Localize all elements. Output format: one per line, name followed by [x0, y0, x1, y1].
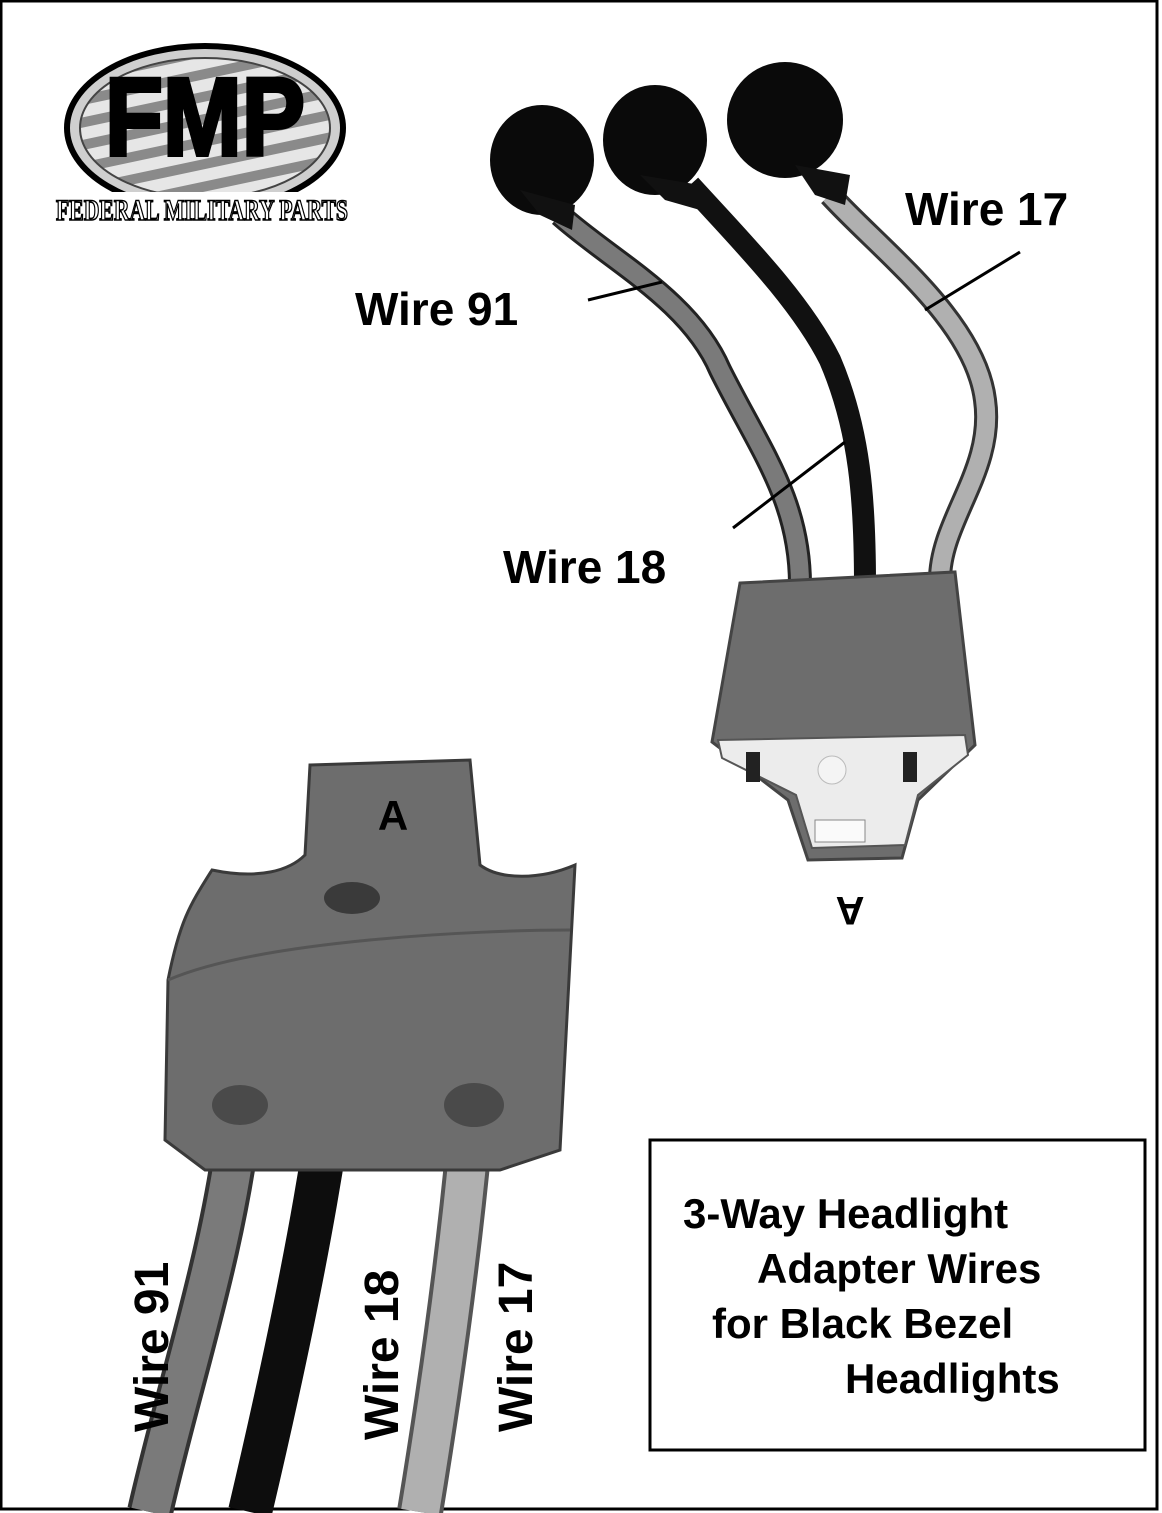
logo: FMP FEDERAL MILITARY PARTS: [55, 43, 350, 228]
wire-18-top: [681, 177, 876, 586]
caption-box: 3-Way Headlight Adapter Wires for Black …: [648, 1138, 1147, 1452]
caption-line-1: 3-Way Headlight: [683, 1190, 1008, 1237]
caption-line-2: Adapter Wires: [757, 1245, 1041, 1292]
leader-wire-91-top: [587, 280, 663, 302]
bottom-connector-pin-mark: A: [378, 792, 408, 839]
top-adapter: A: [490, 62, 999, 932]
rubber-boot-caps: [490, 62, 850, 230]
logo-name: FEDERAL MILITARY PARTS: [56, 194, 348, 227]
label-wire-91-bottom: Wire 91: [126, 1262, 179, 1432]
caption-line-3: for Black Bezel: [712, 1300, 1013, 1347]
label-wire-17-top: Wire 17: [905, 183, 1068, 235]
label-wire-18-bottom: Wire 18: [356, 1270, 409, 1440]
label-wire-18-top: Wire 18: [503, 541, 666, 593]
logo-monogram: FMP: [105, 56, 305, 179]
caption-line-4: Headlights: [845, 1355, 1060, 1402]
leader-wire-17-top: [924, 250, 1021, 312]
label-wire-91-top: Wire 91: [355, 283, 518, 335]
leader-wire-18-top: [732, 440, 846, 530]
top-connector-housing: [710, 570, 977, 862]
bottom-connector-housing: [163, 758, 577, 1172]
top-connector-pin-mark: A: [836, 888, 865, 932]
bottom-adapter: A: [127, 758, 577, 1513]
label-wire-17-bottom: Wire 17: [490, 1262, 543, 1432]
